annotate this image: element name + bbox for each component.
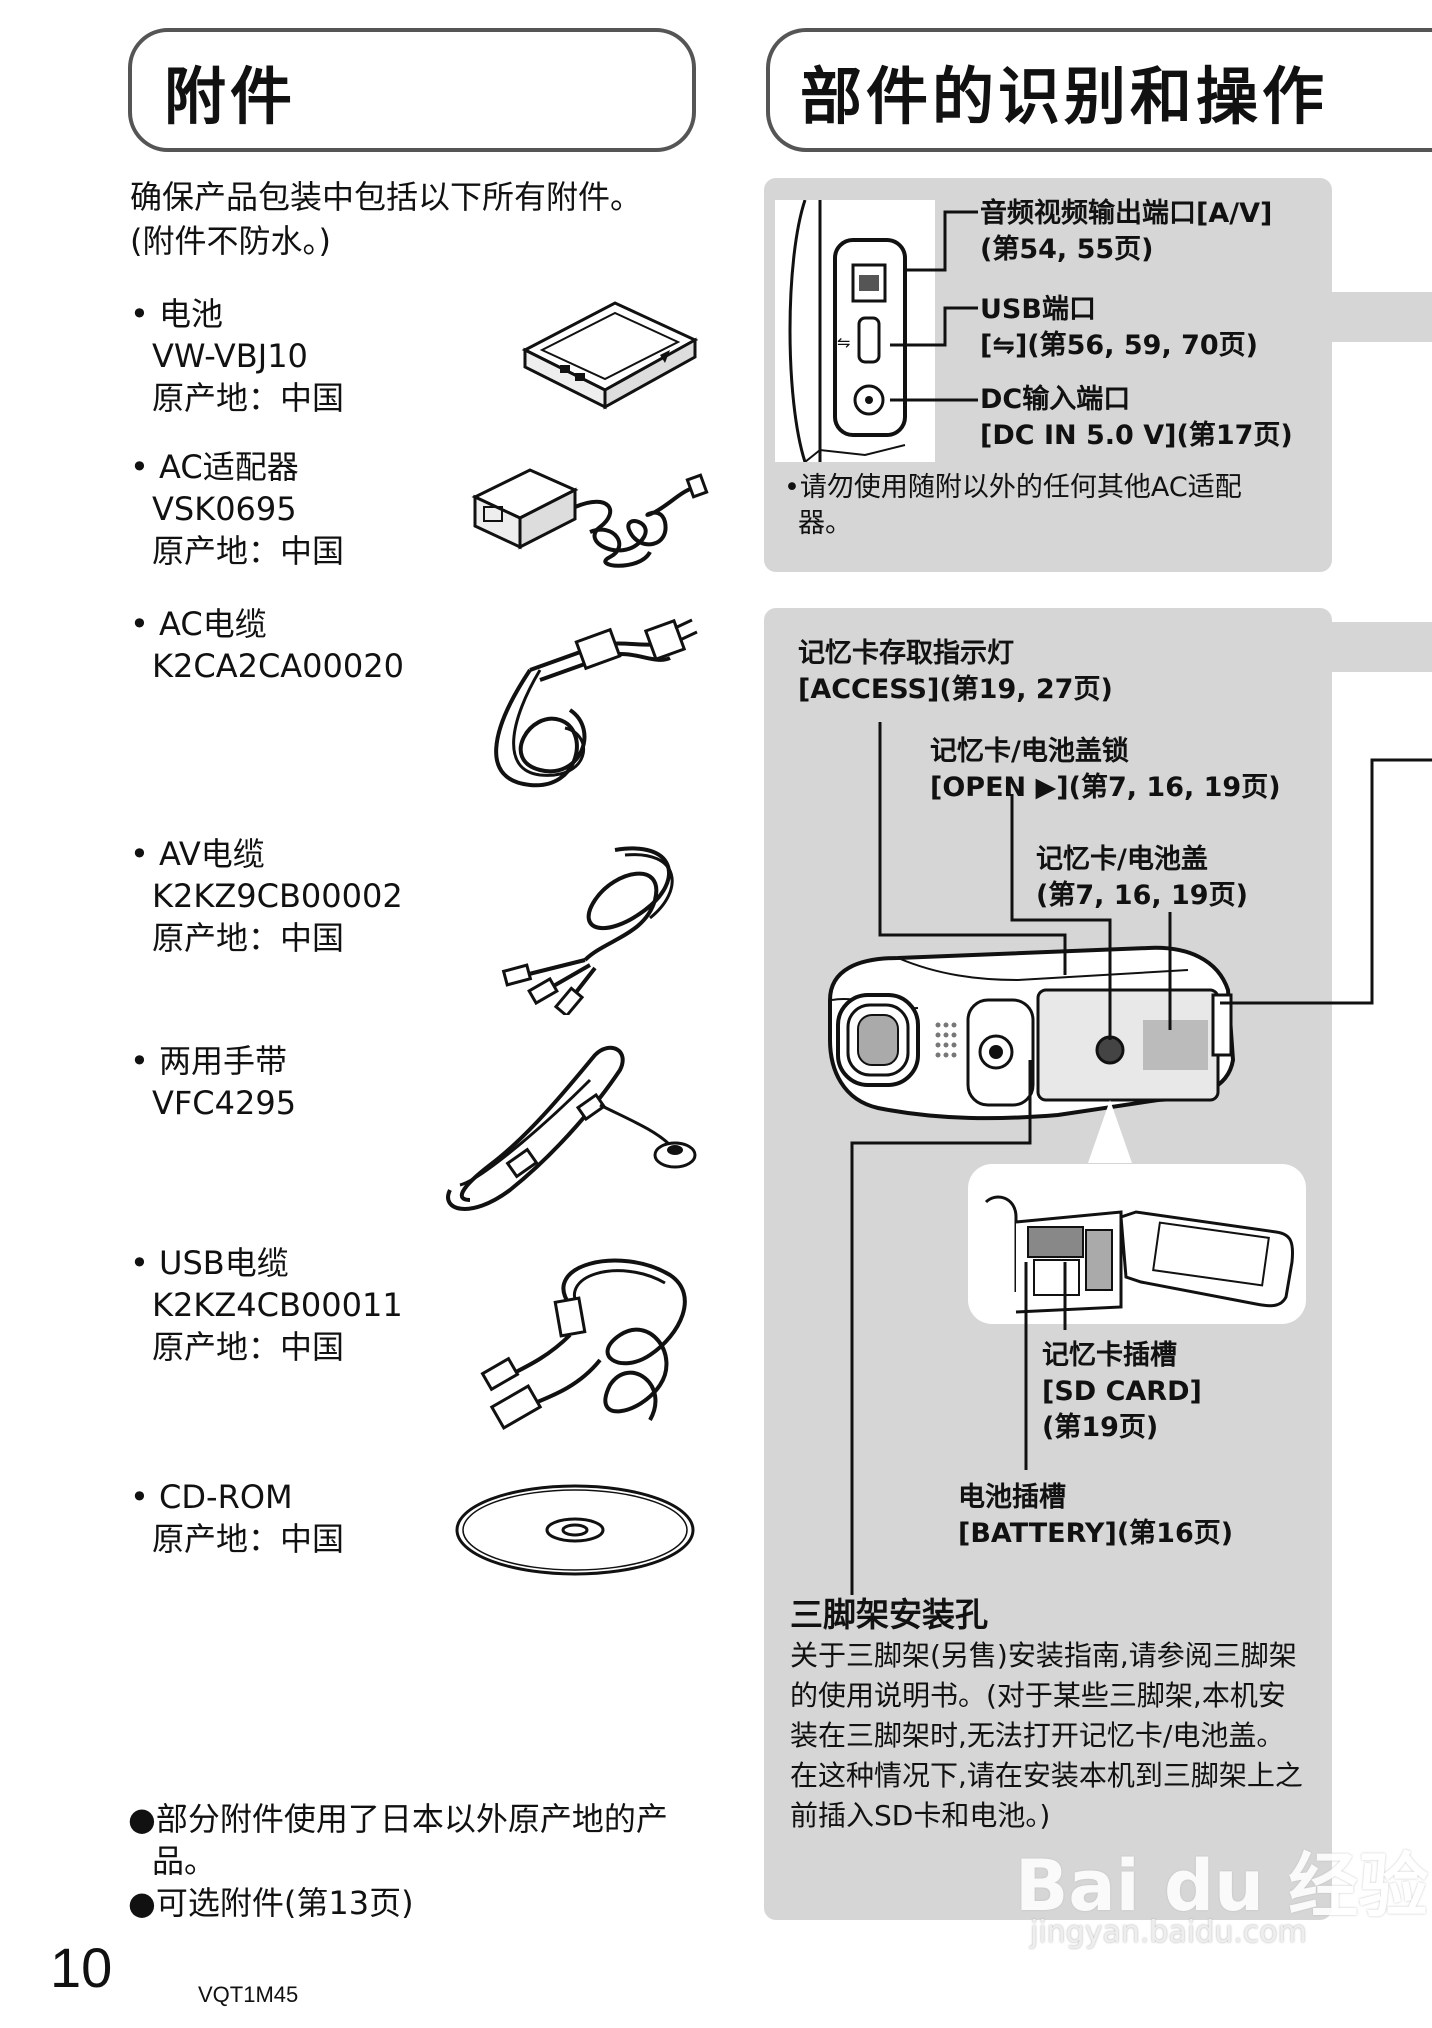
- accessory-name: • CD-ROM: [130, 1478, 293, 1516]
- accessory-model: K2CA2CA00020: [152, 647, 404, 685]
- accessory-name: • 两用手带: [130, 1042, 288, 1080]
- accessory-strap: • 两用手带 VFC4295: [130, 1040, 296, 1124]
- av-cable-icon: [501, 846, 674, 1015]
- accessory-origin: 原产地：中国: [152, 532, 345, 570]
- dc-port-line2: [DC IN 5.0 V](第17页): [980, 420, 1293, 451]
- intro-line-2: (附件不防水。): [130, 222, 331, 260]
- accessory-model: K2KZ4CB00011: [152, 1286, 403, 1324]
- parts-title-box: 部件的识别和操作: [766, 28, 1432, 152]
- accessory-origin: 原产地：中国: [152, 1520, 345, 1558]
- accessories-title-box: 附件: [128, 28, 696, 152]
- note-line-2: 品。: [152, 1842, 217, 1880]
- port-closeup-illustration: ⇋: [775, 200, 935, 462]
- card-door-line1: 记忆卡/电池盖: [1036, 844, 1208, 875]
- adaptor-warning-line2: 器。: [798, 508, 852, 539]
- ports-panel-tab: [1330, 292, 1432, 342]
- accessory-model: VSK0695: [152, 490, 297, 528]
- card-door-line2: (第7, 16, 19页): [1036, 880, 1248, 911]
- sd-slot-label: 记忆卡插槽 [SD CARD] (第19页): [1042, 1338, 1202, 1446]
- page-number: 10: [50, 1936, 113, 1999]
- accessory-ac-cable: • AC电缆 K2CA2CA00020: [130, 603, 404, 687]
- av-port-line1: 音频视频输出端口[A/V]: [980, 198, 1273, 229]
- av-port-line2: (第54, 55页): [980, 234, 1154, 265]
- camera-illustration: [828, 945, 1236, 1121]
- accessory-origin: 原产地：中国: [152, 379, 345, 417]
- access-lamp-line2: [ACCESS](第19, 27页): [798, 674, 1113, 705]
- strap-icon: [446, 1045, 697, 1211]
- accessory-av-cable: • AV电缆 K2KZ9CB00002 原产地：中国: [130, 833, 403, 959]
- access-lamp-label: 记忆卡存取指示灯 [ACCESS](第19, 27页): [798, 636, 1113, 708]
- accessory-name: • USB电缆: [130, 1244, 289, 1282]
- sd-slot-line3: (第19页): [1042, 1412, 1159, 1443]
- battery-icon: [521, 301, 699, 410]
- accessory-name: • AV电缆: [130, 835, 265, 873]
- adaptor-warning: •请勿使用随附以外的任何其他AC适配 器。: [784, 470, 1242, 542]
- baidu-watermark: Bai du 经验: [1015, 1845, 1429, 1927]
- accessory-origin: 原产地：中国: [152, 1328, 345, 1366]
- dc-port-line1: DC输入端口: [980, 384, 1131, 415]
- ac-adaptor-icon: [471, 468, 709, 568]
- tripod-body: 关于三脚架(另售)安装指南,请参阅三脚架的使用说明书。(对于某些三脚架,本机安装…: [790, 1639, 1303, 1832]
- accessory-origin: 原产地：中国: [152, 919, 345, 957]
- accessories-intro: 确保产品包装中包括以下所有附件。 (附件不防水。): [130, 175, 642, 263]
- battery-slot-label: 电池插槽 [BATTERY](第16页): [958, 1480, 1233, 1552]
- intro-line-1: 确保产品包装中包括以下所有附件。: [130, 178, 643, 216]
- accessory-ac-adaptor: • AC适配器 VSK0695 原产地：中国: [130, 446, 344, 572]
- ac-cable-icon: [494, 618, 698, 788]
- parts-title: 部件的识别和操作: [800, 60, 1329, 133]
- sd-slot-line1: 记忆卡插槽: [1042, 1340, 1177, 1371]
- dc-port-label: DC输入端口 [DC IN 5.0 V](第17页): [980, 382, 1293, 454]
- access-lamp-line1: 记忆卡存取指示灯: [798, 638, 1014, 669]
- accessory-name: • 电池: [130, 295, 224, 333]
- accessory-model: VFC4295: [152, 1084, 297, 1122]
- adaptor-warning-line1: •请勿使用随附以外的任何其他AC适配: [784, 472, 1242, 503]
- baidu-watermark-url: jingyan.baidu.com: [1030, 1915, 1307, 1950]
- cover-lock-label: 记忆卡/电池盖锁 [OPEN ▶](第7, 16, 19页): [930, 734, 1281, 806]
- accessory-cd-rom: • CD-ROM 原产地：中国: [130, 1476, 344, 1560]
- card-panel-tab: [1330, 622, 1432, 672]
- accessory-battery: • 电池 VW-VBJ10 原产地：中国: [130, 293, 344, 419]
- compartment-inset-illustration: [984, 1195, 1295, 1314]
- accessory-notes: ●部分附件使用了日本以外原产地的产 品。 ●可选附件(第13页): [128, 1798, 708, 1924]
- av-port-label: 音频视频输出端口[A/V] (第54, 55页): [980, 196, 1272, 268]
- accessory-model: VW-VBJ10: [152, 337, 308, 375]
- usb-port-label: USB端口 [⇋](第56, 59, 70页): [980, 292, 1258, 364]
- svg-text:⇋: ⇋: [837, 333, 850, 352]
- card-door-label: 记忆卡/电池盖 (第7, 16, 19页): [1036, 842, 1248, 914]
- battery-slot-line1: 电池插槽: [958, 1482, 1066, 1513]
- accessories-title: 附件: [164, 60, 297, 133]
- usb-port-line2: [⇋](第56, 59, 70页): [980, 330, 1259, 361]
- accessory-name: • AC电缆: [130, 605, 267, 643]
- tripod-heading: 三脚架安装孔: [790, 1595, 988, 1634]
- note-line-3: ●可选附件(第13页): [128, 1884, 414, 1922]
- cd-rom-icon: [455, 1484, 695, 1576]
- usb-cable-icon: [480, 1258, 687, 1430]
- accessory-name: • AC适配器: [130, 448, 299, 486]
- sd-slot-line2: [SD CARD]: [1042, 1376, 1202, 1407]
- usb-port-line1: USB端口: [980, 294, 1096, 325]
- model-code: VQT1M45: [198, 1982, 299, 2007]
- accessory-model: K2KZ9CB00002: [152, 877, 403, 915]
- note-line-1: ●部分附件使用了日本以外原产地的产: [128, 1800, 668, 1838]
- cover-lock-line1: 记忆卡/电池盖锁: [930, 736, 1129, 767]
- accessory-usb-cable: • USB电缆 K2KZ4CB00011 原产地：中国: [130, 1242, 403, 1368]
- cover-lock-line2: [OPEN ▶](第7, 16, 19页): [930, 772, 1281, 803]
- battery-slot-line2: [BATTERY](第16页): [958, 1518, 1234, 1549]
